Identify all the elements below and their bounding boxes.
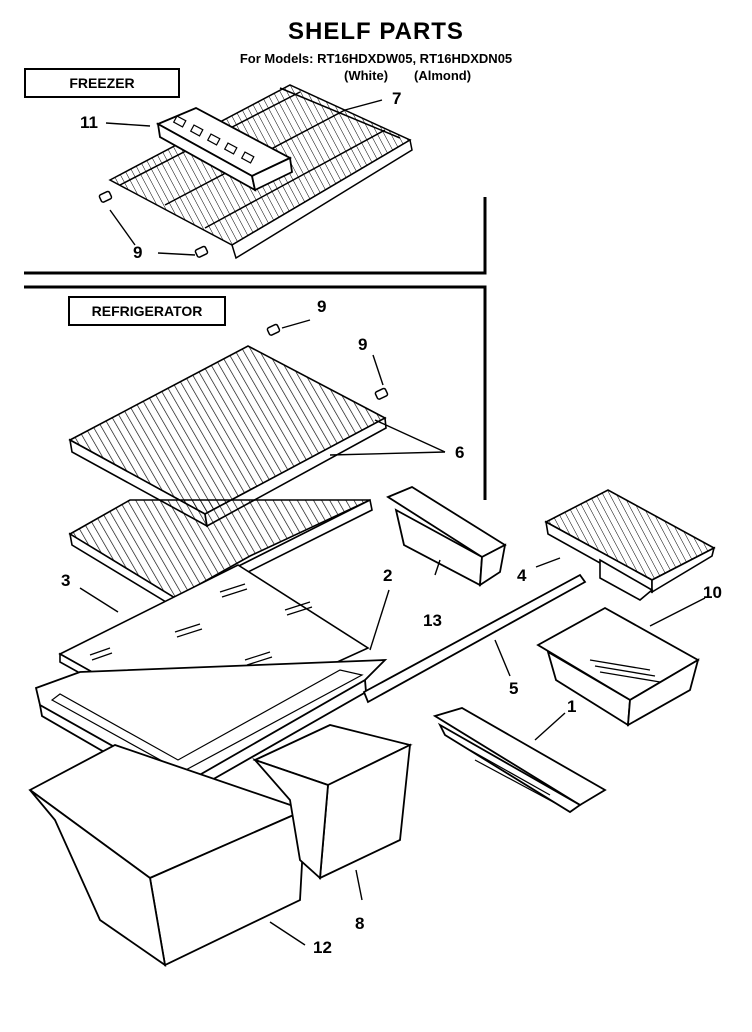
model-note-white: (White) <box>344 68 389 83</box>
meat-drawer <box>536 606 700 727</box>
callout-7: 7 <box>392 89 402 108</box>
divider-rail <box>362 573 587 704</box>
callout-2: 2 <box>383 566 393 585</box>
callout-4: 4 <box>517 566 527 585</box>
callout-13: 13 <box>423 611 442 630</box>
callout-6: 6 <box>455 443 465 462</box>
callout-5: 5 <box>509 679 519 698</box>
freezer-section-label: FREEZER <box>24 68 180 98</box>
callout-9-upper: 9 <box>317 297 327 316</box>
callout-3: 3 <box>61 571 71 590</box>
leader-lines <box>79 99 706 946</box>
deli-tray-shelf <box>544 489 716 601</box>
callout-1: 1 <box>567 697 577 716</box>
page-title: SHELF PARTS <box>288 18 464 45</box>
crisper-drawer-left <box>28 744 308 967</box>
callout-11: 11 <box>80 113 98 132</box>
callout-12: 12 <box>313 938 332 957</box>
refrigerator-wire-shelf-upper <box>68 345 387 528</box>
callout-9-lower: 9 <box>358 335 368 354</box>
freezer-shelf-studs <box>98 190 209 258</box>
door-bin <box>386 485 507 587</box>
models-line: For Models: RT16HDXDW05, RT16HDXDN05 <box>239 51 513 66</box>
section-frames <box>24 197 487 500</box>
refrigerator-shelf-studs <box>266 323 389 400</box>
callout-10: 10 <box>703 583 722 602</box>
model-note-almond: (Almond) <box>414 68 472 83</box>
refrigerator-section-label: REFRIGERATOR <box>68 296 226 326</box>
crisper-drawer-right <box>252 724 413 880</box>
callout-8: 8 <box>355 914 365 933</box>
callout-9-freezer: 9 <box>133 243 143 262</box>
ice-cube-tray <box>155 107 293 192</box>
shelf-cover-housing <box>432 707 607 814</box>
